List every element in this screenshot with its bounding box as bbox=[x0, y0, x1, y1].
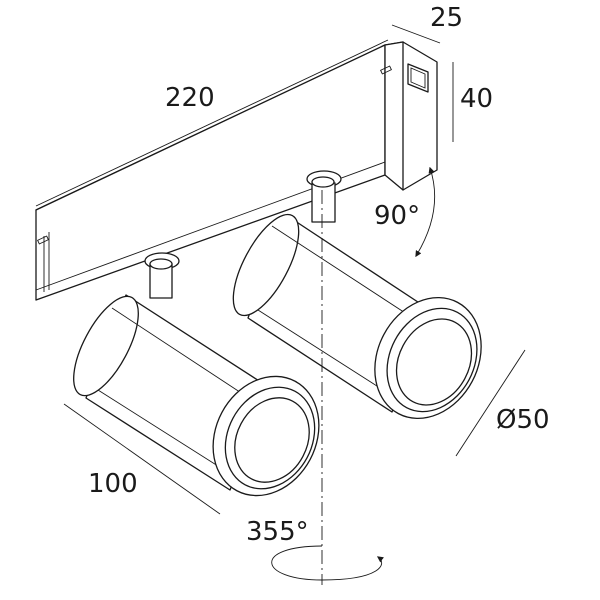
dim-pan-label: 355° bbox=[246, 517, 309, 547]
mount-stem-right bbox=[306, 170, 342, 223]
track-body bbox=[35, 41, 438, 301]
dim-depth-label: 25 bbox=[430, 3, 463, 33]
spotlight-left bbox=[73, 252, 320, 497]
dim-arm-label: 100 bbox=[88, 469, 138, 499]
dim-diameter-label: Ø50 bbox=[496, 405, 550, 435]
mount-stem-left bbox=[144, 252, 180, 299]
dim-height-label: 40 bbox=[460, 84, 493, 114]
dim-tilt-label: 90° bbox=[374, 201, 420, 231]
dim-length-label: 220 bbox=[165, 83, 215, 113]
dimension-lines bbox=[35, 24, 526, 581]
spotlight-right bbox=[232, 170, 482, 420]
